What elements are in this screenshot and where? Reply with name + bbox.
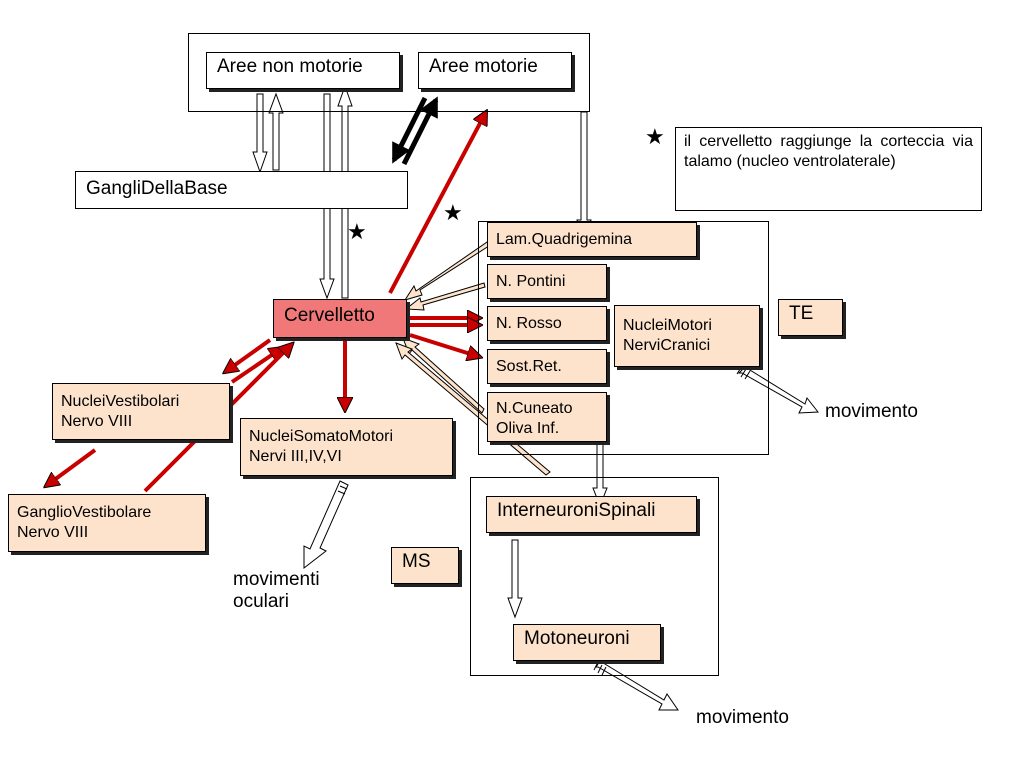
cervelletto-box: Cervelletto xyxy=(273,299,407,338)
arrow-vestibolari-to-ganglio xyxy=(46,448,97,486)
arrow-gangli-to-aree-motorie xyxy=(401,96,439,166)
sost-ret-label: Sost.Ret. xyxy=(496,358,562,375)
lam-quadrigemina-label: Lam.Quadrigemina xyxy=(496,231,633,248)
interneuroni-spinali-label: InterneuroniSpinali xyxy=(497,500,656,521)
nuclei-vestibolari-label: NucleiVestibolari xyxy=(61,393,180,410)
output-arrows xyxy=(303,365,819,711)
interneuroni-spinali-box: InterneuroniSpinali xyxy=(486,496,697,533)
note-text: il cervelletto raggiunge la corteccia vi… xyxy=(684,133,973,170)
movimenti-oculari-label: movimenti oculari xyxy=(233,569,320,613)
sost-ret-box: Sost.Ret. xyxy=(487,349,607,384)
arrow-movimenti-oculari xyxy=(303,480,349,570)
ganglio-vestibolare-box: GanglioVestibolare Nervo VIII xyxy=(8,494,206,552)
ms-label: MS xyxy=(402,551,431,572)
n-pontini-label: N. Pontini xyxy=(496,273,566,290)
nervi-iii-iv-vi-label: Nervi III,IV,VI xyxy=(249,448,342,465)
arrow-pontini-to-cervelletto xyxy=(404,282,486,311)
star-icon: ★ xyxy=(443,200,463,225)
cervelletto-label: Cervelletto xyxy=(284,305,375,326)
black-arrows xyxy=(391,96,439,166)
n-rosso-box: N. Rosso xyxy=(487,306,607,341)
te-box: TE xyxy=(778,299,843,336)
n-rosso-label: N. Rosso xyxy=(496,315,562,332)
arrow-cervelletto-to-aree-motorie xyxy=(388,112,486,294)
arrow-oliva-to-cervelletto xyxy=(395,342,551,476)
nuclei-somatomotori-box: NucleiSomatoMotori Nervi III,IV,VI xyxy=(240,418,453,476)
arrow-ms-movimento xyxy=(595,660,679,711)
ms-box: MS xyxy=(391,547,459,584)
ms-frame xyxy=(470,477,719,676)
movimento-te-label: movimento xyxy=(825,401,918,422)
arrow-cuneato-to-cervelletto xyxy=(402,337,485,414)
arrow-cervelletto-to-vestibolari xyxy=(225,338,272,372)
ganglio-nervo-viii-label: Nervo VIII xyxy=(17,524,89,541)
lam-quadrigemina-box: Lam.Quadrigemina xyxy=(487,222,697,257)
gangli-della-base-label: GangliDellaBase xyxy=(86,178,228,199)
arrow-interneuroni-to-motoneuroni xyxy=(507,539,523,619)
nervi-cranici-label: NerviCranici xyxy=(623,337,711,354)
motoneuroni-box: Motoneuroni xyxy=(513,624,661,661)
aree-non-motorie-label: Aree non motorie xyxy=(217,56,363,77)
ganglio-vestibolare-label: GanglioVestibolare xyxy=(17,504,152,521)
n-pontini-box: N. Pontini xyxy=(487,264,607,299)
arrow-te-movimento xyxy=(737,366,819,414)
nuclei-vestibolari-box: NucleiVestibolari Nervo VIII xyxy=(52,383,230,440)
arrow-gangli-to-aree xyxy=(268,92,284,171)
aree-non-motorie-box: Aree non motorie xyxy=(206,52,400,89)
oliva-inf-label: Oliva Inf. xyxy=(496,420,560,437)
arrow-aree-to-gangli xyxy=(252,93,268,174)
aree-motorie-box: Aree motorie xyxy=(418,52,572,89)
movimenti-label: movimenti xyxy=(233,569,320,590)
arrow-vestibolari-to-cervelletto xyxy=(230,348,282,384)
gangli-della-base-box: GangliDellaBase xyxy=(75,171,408,209)
te-frame xyxy=(478,221,769,455)
aree-motorie-label: Aree motorie xyxy=(429,56,538,77)
nuclei-somatomotori-label: NucleiSomatoMotori xyxy=(249,428,394,445)
star-icon: ★ xyxy=(645,124,665,149)
arrow-lam-to-cervelletto xyxy=(403,239,493,301)
n-cuneato-label: N.Cuneato xyxy=(496,400,573,417)
cortex-frame xyxy=(188,33,590,112)
nuclei-motori-box: NucleiMotori NerviCranici xyxy=(614,305,760,367)
arrow-cervelletto-to-sost-ret xyxy=(409,333,480,357)
movimento-ms-label: movimento xyxy=(696,707,789,728)
nuclei-motori-label: NucleiMotori xyxy=(623,317,712,334)
oculari-label: oculari xyxy=(233,591,289,612)
te-label: TE xyxy=(789,303,814,324)
arrow-aree-motorie-to-gangli xyxy=(391,96,428,164)
n-cuneato-box: N.Cuneato Oliva Inf. xyxy=(487,392,607,442)
peach-arrows xyxy=(395,239,551,476)
star-icon: ★ xyxy=(347,219,367,244)
note-box: il cervelletto raggiunge la corteccia vi… xyxy=(675,127,982,211)
motoneuroni-label: Motoneuroni xyxy=(524,628,630,649)
nervo-viii-label: Nervo VIII xyxy=(61,413,133,430)
